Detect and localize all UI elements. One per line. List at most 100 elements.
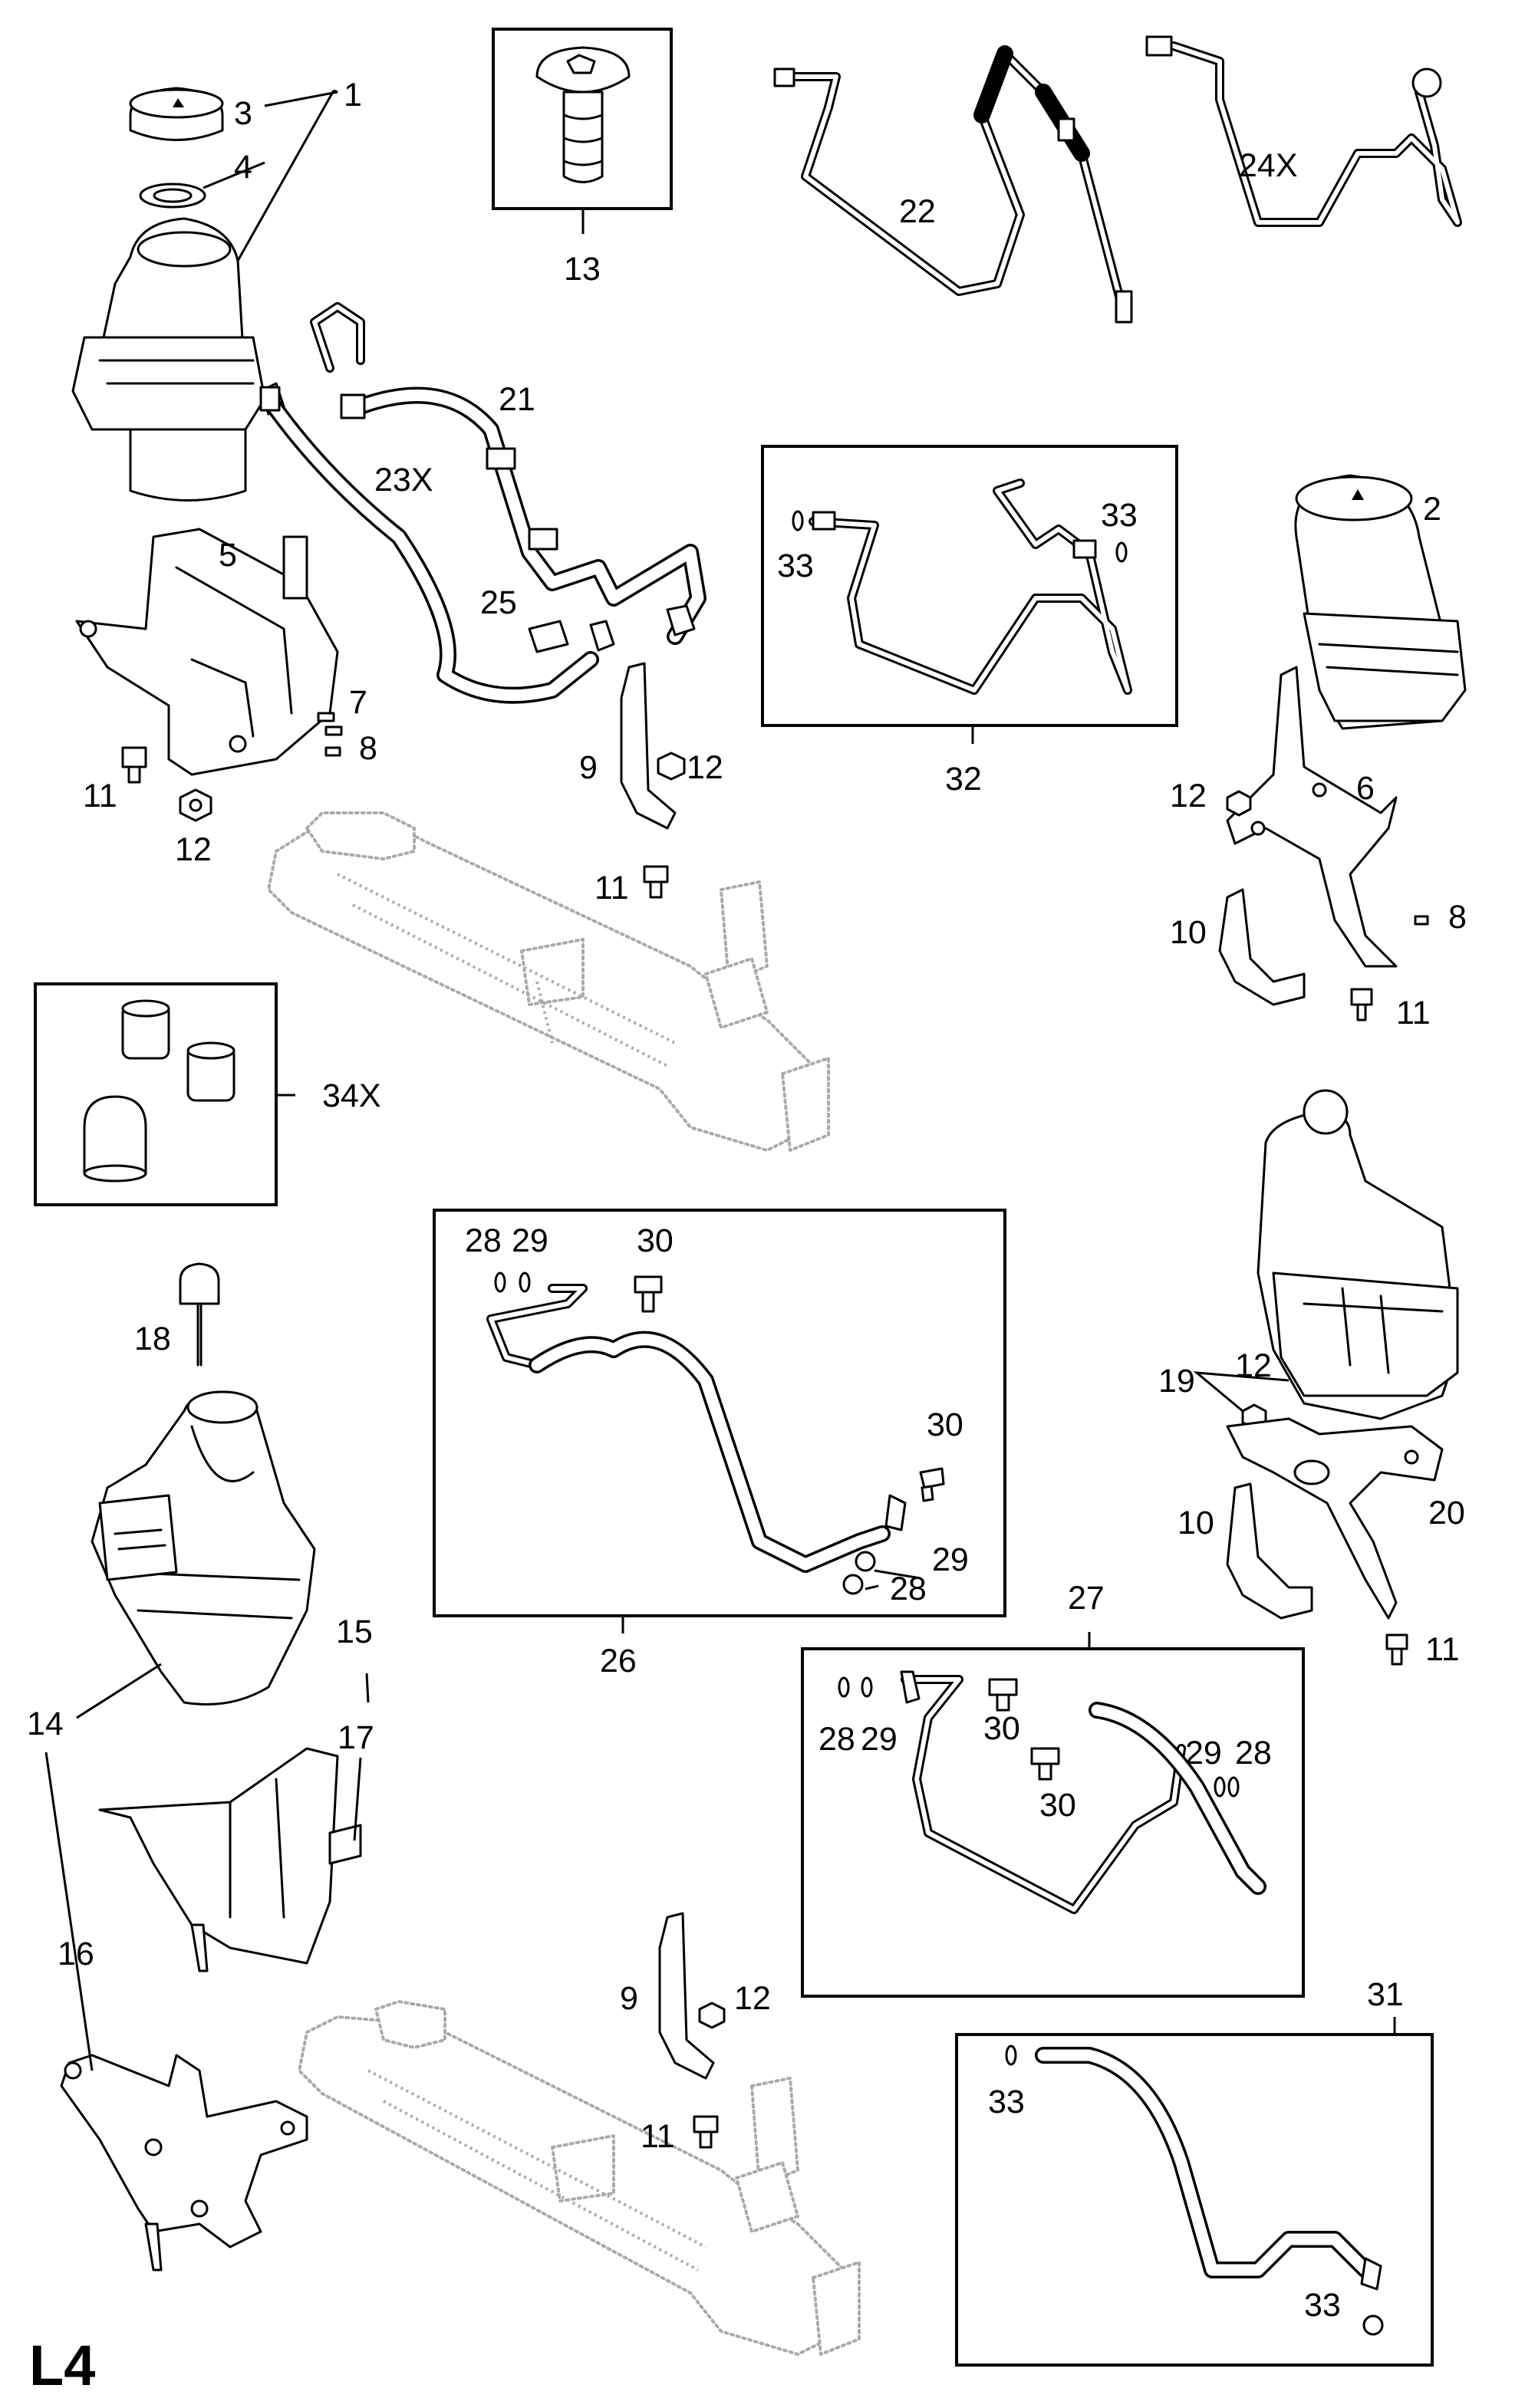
callout-12-e: 12 — [1235, 1347, 1272, 1384]
callout-8-a: 8 — [359, 730, 377, 767]
callout-30-a: 30 — [637, 1222, 674, 1259]
callout-25: 25 — [480, 584, 517, 621]
callout-28-d: 28 — [1235, 1735, 1272, 1771]
callout-30-d: 30 — [1039, 1787, 1076, 1824]
callout-11-a: 11 — [83, 778, 117, 814]
bracket-20 — [1226, 1417, 1444, 1620]
callout-15: 15 — [336, 1614, 373, 1650]
cap-seal — [139, 183, 206, 209]
steering-rack-ghost-upper — [267, 811, 830, 1152]
callout-13: 13 — [564, 251, 601, 288]
seal-29-c — [861, 1676, 873, 1698]
seal-28-a — [494, 1271, 506, 1293]
callout-26: 26 — [600, 1643, 637, 1679]
callout-33-b: 33 — [1101, 497, 1138, 534]
callout-20: 20 — [1428, 1495, 1465, 1531]
clips-7 — [317, 712, 343, 736]
seal-29-a — [519, 1271, 531, 1293]
callout-7: 7 — [349, 684, 367, 721]
callout-29-a: 29 — [512, 1222, 548, 1259]
page-label: L4 — [29, 2334, 95, 2397]
clip-8 — [324, 746, 341, 757]
callout-28-c: 28 — [818, 1721, 855, 1758]
hose-31 — [1035, 2047, 1382, 2291]
callout-12-a: 12 — [175, 831, 212, 868]
heat-shield-17 — [98, 1747, 362, 1972]
callout-17: 17 — [338, 1719, 374, 1756]
seal-29-b — [855, 1551, 876, 1572]
reservoir-cap — [129, 87, 224, 141]
bracket-6 — [1226, 666, 1398, 968]
bushing-1 — [121, 999, 170, 1060]
bushing-2 — [186, 1041, 236, 1102]
callout-9-a: 9 — [579, 749, 598, 786]
hose-27 — [900, 1670, 1266, 1914]
box-26 — [433, 1209, 1006, 1617]
callout-10-b: 10 — [1178, 1505, 1214, 1541]
callout-23x: 23X — [374, 462, 433, 498]
callout-2: 2 — [1423, 491, 1441, 528]
callout-11-b: 11 — [595, 870, 629, 906]
callout-14: 14 — [27, 1706, 64, 1742]
nut-12-a — [179, 788, 212, 822]
screw-13 — [535, 46, 631, 183]
callout-19: 19 — [1158, 1363, 1195, 1400]
callout-32: 32 — [945, 761, 982, 798]
pump-assembly-15 — [91, 1390, 316, 1706]
hose-23x — [259, 386, 599, 704]
bolt-30-a — [634, 1275, 663, 1313]
reservoir-pump-assembly — [71, 217, 285, 502]
callout-12-b: 12 — [687, 749, 723, 786]
pump-bracket — [75, 528, 339, 776]
bolt-11-e — [1385, 1633, 1408, 1666]
callout-30-b: 30 — [927, 1406, 963, 1443]
callout-34x: 34X — [322, 1077, 381, 1114]
reservoir-2 — [1294, 474, 1467, 730]
pipe-22 — [773, 45, 1133, 324]
bushing-3 — [83, 1095, 147, 1183]
seal-28-c — [838, 1676, 850, 1698]
callout-29-c: 29 — [861, 1721, 898, 1758]
callout-1: 1 — [344, 77, 362, 113]
pipe-32 — [809, 479, 1132, 695]
callout-28-a: 28 — [465, 1222, 502, 1259]
callout-5: 5 — [219, 537, 237, 574]
callout-18: 18 — [134, 1321, 171, 1357]
seal-33-a — [792, 510, 804, 531]
bolt-11-b — [643, 865, 669, 899]
callout-28-b: 28 — [890, 1571, 927, 1607]
callout-10-a: 10 — [1170, 914, 1207, 951]
bracket-16 — [60, 2054, 308, 2271]
callout-8-b: 8 — [1448, 899, 1467, 936]
callout-9-b: 9 — [620, 1980, 638, 2017]
leader-lines — [44, 89, 1396, 2071]
callout-33-c: 33 — [988, 2084, 1025, 2120]
box-27 — [801, 1647, 1305, 1998]
bolt-30-b — [919, 1467, 945, 1502]
hose-26 — [486, 1284, 907, 1573]
clip-8-b — [1414, 915, 1429, 926]
callout-11-d: 11 — [641, 2118, 675, 2155]
callout-16: 16 — [58, 1936, 94, 1972]
bracket-9-a — [620, 662, 677, 830]
callout-21: 21 — [499, 381, 535, 418]
seal-33-b — [1115, 541, 1128, 563]
seal-28-d — [1227, 1776, 1240, 1798]
nut-12-b — [657, 752, 686, 781]
pump-19 — [1257, 1089, 1459, 1420]
box-32 — [761, 445, 1178, 727]
bracket-10-a — [1218, 888, 1306, 1006]
callout-33-d: 33 — [1304, 2287, 1341, 2324]
callout-11-e: 11 — [1425, 1631, 1460, 1668]
bracket-10-b — [1226, 1482, 1313, 1620]
bolt-30-d — [1030, 1747, 1060, 1781]
callout-27: 27 — [1068, 1580, 1105, 1617]
bolt-11-c — [1350, 988, 1373, 1021]
nut-12-d — [698, 2002, 726, 2029]
seal-33-d — [1362, 2314, 1384, 2336]
pipe-24x — [1145, 35, 1462, 227]
box-31 — [955, 2033, 1434, 2367]
nut-12-c — [1226, 790, 1252, 817]
clip-25 — [528, 620, 569, 653]
